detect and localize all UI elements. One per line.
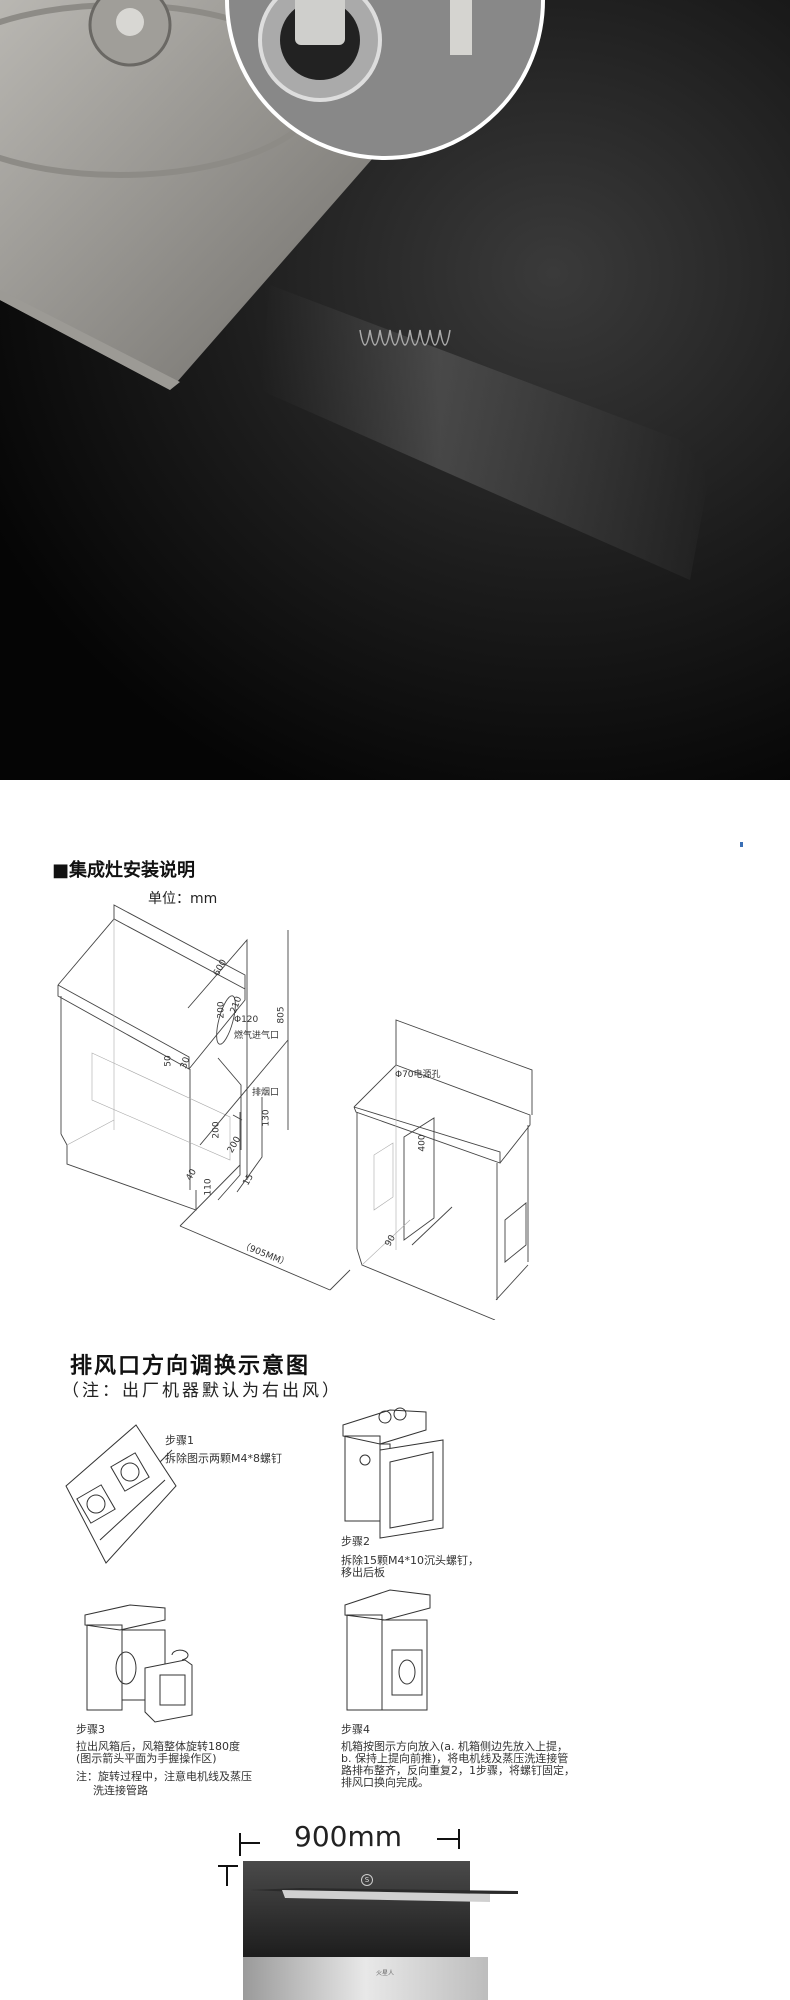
step2-desc-1: 拆除15颗M4*10沉头螺钉， (341, 1554, 479, 1567)
power-hole-label: Φ70电源孔 (395, 1070, 441, 1080)
step2-label: 步骤2 (341, 1535, 370, 1548)
step4-desc-4: 排风口换向完成。 (341, 1776, 429, 1789)
step3-note-2: 洗连接管路 (93, 1784, 148, 1797)
step4-desc-1: 机箱按图示方向放入(a. 机箱侧边先放入上提， (341, 1740, 569, 1753)
step3-label: 步骤3 (76, 1723, 105, 1736)
unit-label: 单位：mm (148, 891, 218, 907)
brand-mark: 火星人 (376, 1970, 395, 1977)
step3-desc-2: (图示箭头平面为手握操作区) (76, 1752, 217, 1765)
width-label: 900mm (294, 1820, 402, 1853)
hood-logo: S (361, 1874, 373, 1886)
gas-inlet-label: 燃气进气口 (234, 1031, 280, 1041)
exhaust-port-label: 排烟口 (252, 1088, 280, 1098)
install-diagram (57, 904, 533, 1320)
product-photo-cooktop (0, 0, 790, 780)
step4-desc-2: b. 保持上提向前推)，将电机线及蒸压洗连接管 (341, 1752, 569, 1765)
exhaust-title: 排风口方向调换示意图 (70, 1354, 311, 1379)
step1-label: 步骤1 (165, 1434, 194, 1447)
step4-label: 步骤4 (341, 1723, 370, 1736)
exhaust-note: （注：出厂机器默认为右出风） (62, 1381, 342, 1401)
step3-note-1: 注：旋转过程中，注意电机线及蒸压 (76, 1770, 252, 1783)
step1-desc: 拆除图示两颗M4*8螺钉 (165, 1452, 282, 1465)
step4-desc-3: 路排布整齐，反向重复2，1步骤，将螺钉固定， (341, 1764, 575, 1777)
corner-mark (740, 842, 743, 847)
dim-phi120: Φ120 (234, 1015, 259, 1025)
step1-illustration (65, 1424, 177, 1564)
step2-desc-2: 移出后板 (341, 1566, 385, 1579)
cooktop-illustration (0, 0, 710, 580)
install-title: ■集成灶安装说明 (52, 860, 196, 881)
step4-illustration (344, 1589, 431, 1711)
step3-desc-1: 拉出风箱后，风箱整体旋转180度 (76, 1740, 240, 1753)
step2-illustration (342, 1407, 444, 1539)
step3-illustration (84, 1604, 193, 1723)
